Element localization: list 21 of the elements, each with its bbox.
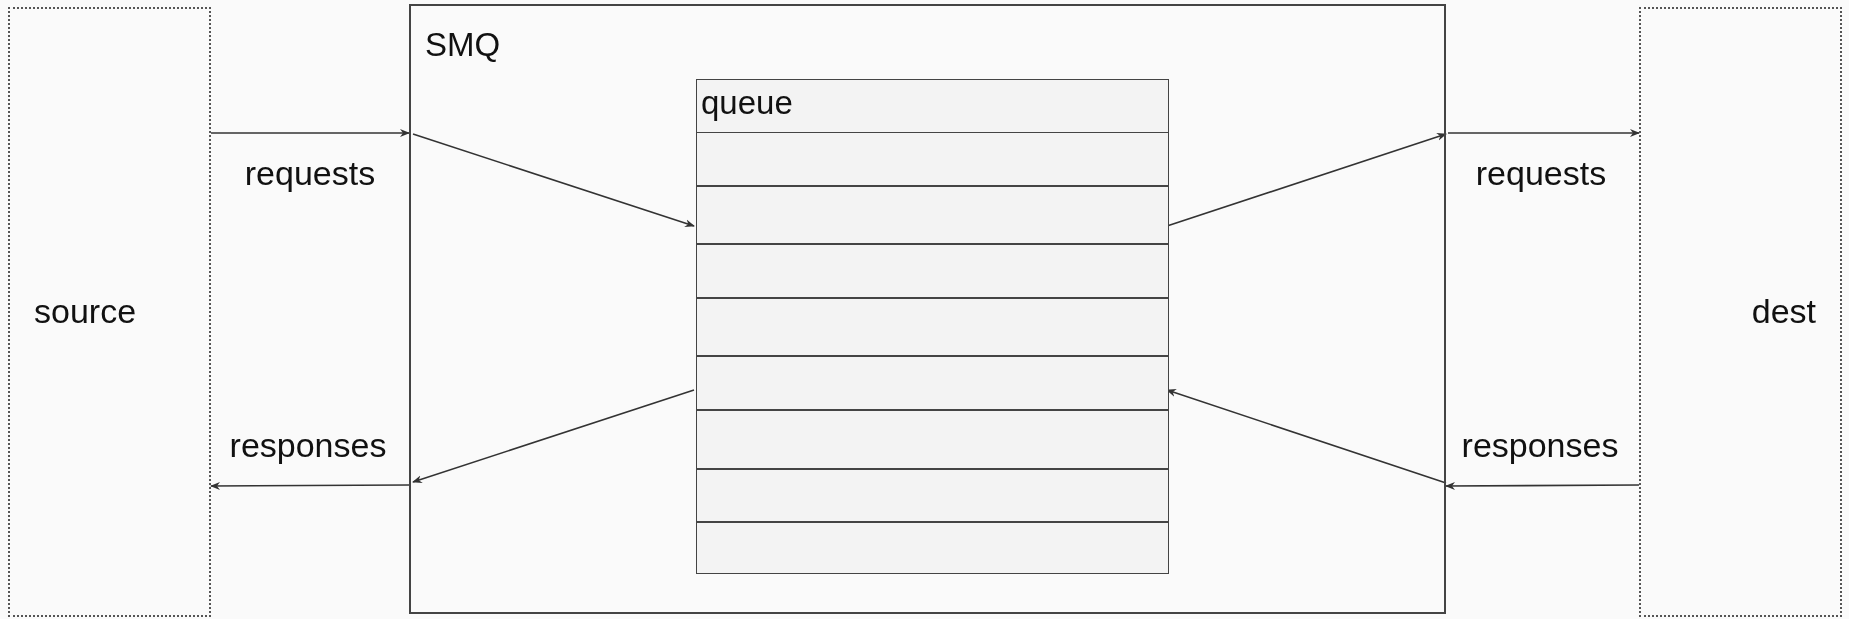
- queue-slot: [695, 409, 1169, 469]
- queue-slot: [695, 185, 1169, 244]
- container-box: [409, 4, 1446, 614]
- arrow: [1445, 481, 1640, 490]
- queue-slot: [695, 468, 1169, 522]
- arrow: [210, 129, 410, 137]
- queue-slot: [695, 243, 1169, 298]
- node-label: source: [34, 291, 137, 333]
- dotted-box: [8, 7, 211, 617]
- node-label: dest: [1751, 291, 1816, 333]
- arrow: [412, 389, 695, 483]
- node-label: queue: [701, 83, 793, 123]
- queue-box: [696, 79, 1169, 574]
- arrow: [412, 133, 695, 227]
- arrow: [210, 481, 410, 490]
- arrow: [1447, 129, 1640, 137]
- queue-slot: [695, 355, 1169, 410]
- node-label: SMQ: [425, 25, 501, 65]
- queue-slot: [695, 297, 1169, 356]
- dotted-box: [1639, 7, 1842, 617]
- queue-slot: [695, 131, 1169, 186]
